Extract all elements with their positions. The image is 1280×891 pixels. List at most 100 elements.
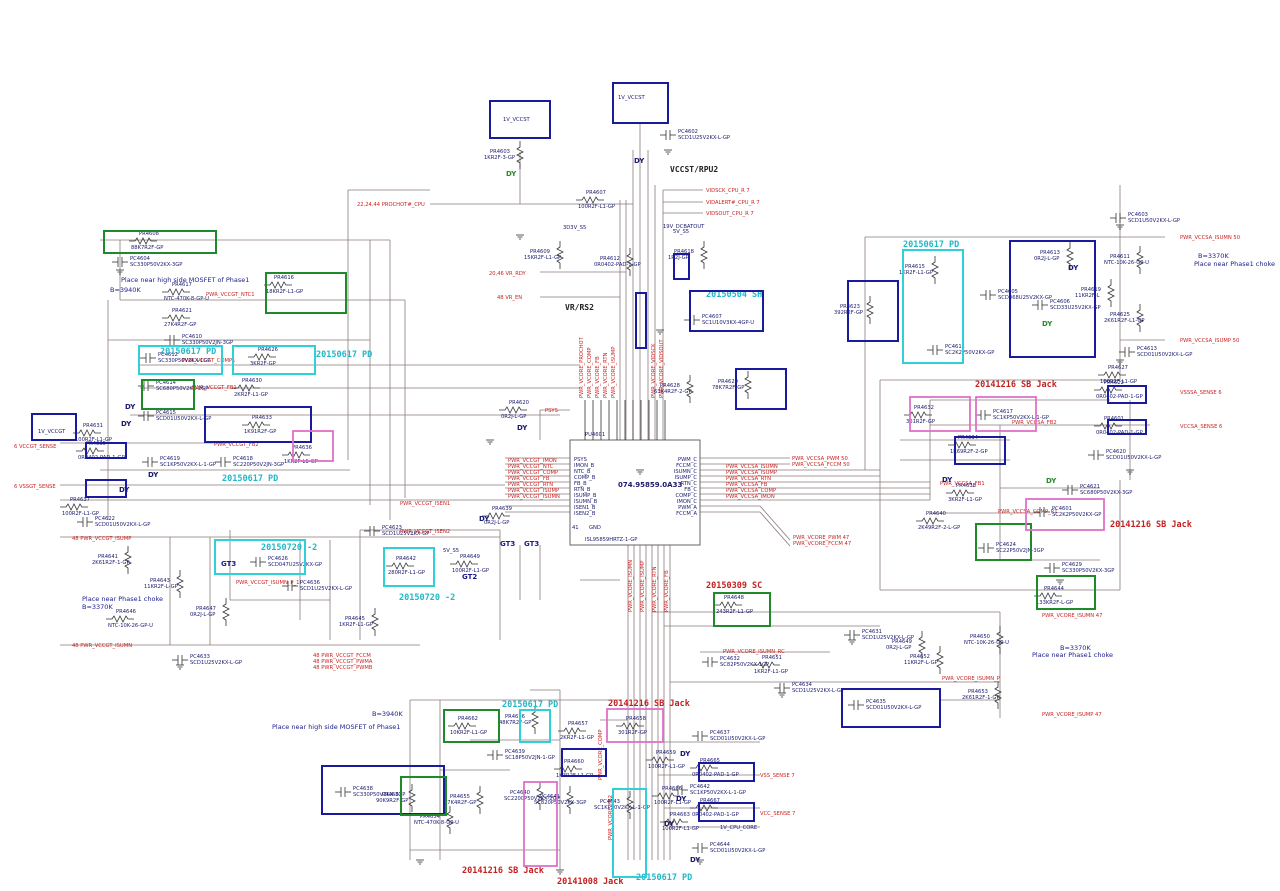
note-sc: 20150309 SC bbox=[706, 581, 762, 591]
bus-vccsa-rtn: PWR_VCCSA_RTN bbox=[726, 476, 771, 482]
ground-symbol bbox=[696, 859, 704, 865]
svg-text:PWR_VCORE_RTN: PWR_VCORE_RTN bbox=[603, 352, 609, 398]
ground-symbol bbox=[516, 234, 524, 240]
ic-pin-label: PWM_A bbox=[678, 505, 697, 511]
note-choke-b: Place near Phase1 choke bbox=[1194, 260, 1275, 268]
component-ref: PR4654 bbox=[420, 814, 441, 820]
note-pd-2: 20150617 PD bbox=[316, 350, 372, 360]
bus-vcore-isumn-p: PWR_VCORE_ISUMN_P bbox=[942, 676, 1000, 682]
bus-vccgt-isen2: PWR_VCCGT_ISEN2 bbox=[400, 529, 450, 535]
bus-vccgt-fb1: PWR_VCCGT_FB1 bbox=[192, 385, 237, 391]
dy-marker: DY bbox=[680, 750, 691, 758]
dy-marker: DY bbox=[517, 424, 528, 432]
bus-psys: PSYS bbox=[545, 408, 558, 414]
component-ref: PR4653 bbox=[968, 689, 988, 695]
bus-vccsa-fb1: PWR_VCCSA_FB1 bbox=[940, 481, 985, 487]
ground-symbol bbox=[1116, 224, 1124, 230]
component-ref: PR4625 bbox=[1110, 312, 1130, 318]
svg-text:PWR_VCORE_FB: PWR_VCORE_FB bbox=[664, 570, 670, 612]
component-ref: PR4641 bbox=[98, 554, 118, 560]
note-gt2: GT2 bbox=[462, 573, 477, 581]
bus-vccgt-ntc1: PWR_VCCGT_NTC1 bbox=[206, 292, 255, 298]
component-ref: PR4617 bbox=[172, 282, 192, 288]
component-ref: PC4622 bbox=[95, 516, 115, 522]
component-value: SC330P50V2KX-3GP bbox=[353, 792, 405, 798]
net-vcore-isumn: PWR_VCORE_ISUMN 47 bbox=[1042, 613, 1102, 619]
ic-pin-label: RTN_C bbox=[681, 481, 698, 487]
ic-pin-label: ISUMP_C bbox=[675, 475, 698, 481]
ic-gnd: GND bbox=[589, 525, 601, 531]
net-vss-sense: VSS_SENSE 7 bbox=[760, 773, 795, 779]
ground-symbol bbox=[656, 329, 664, 335]
bus-vccgt-rtn: PWR_VCCGT_RTN bbox=[508, 482, 553, 488]
component-value: 1K91R2F-GP bbox=[244, 429, 276, 435]
note-gt3-a: GT3 bbox=[221, 560, 236, 568]
component-value: 2KR2F-L1-GP bbox=[560, 735, 594, 741]
note-pd-1: 20150617 PD bbox=[160, 347, 216, 357]
ic-pin-label: ISEN2_B bbox=[574, 511, 596, 517]
net-vccgt-isumn: 48 PWR_VCCGT_ISUMN bbox=[72, 643, 132, 649]
component-ref: PC4606 bbox=[1050, 299, 1070, 305]
note-sh: 20150504 SH bbox=[706, 290, 762, 300]
component-ref: PR4619 bbox=[1081, 287, 1101, 293]
component-ref: PC4619 bbox=[160, 456, 180, 462]
svg-text:PWR_VCORE_ISUMP: PWR_VCORE_ISUMP bbox=[611, 347, 617, 398]
ic-pin-label: COMP_B bbox=[574, 475, 596, 481]
net-prochot: 22,24,44 PROCHOT#_CPU bbox=[357, 202, 425, 208]
component-value: SC1KP50V2KX-L-1-GP bbox=[594, 805, 650, 811]
component-value: SC680P50V2KX-3GP bbox=[1080, 490, 1132, 496]
bus-vccgt-fb2: PWR_VCCGT_FB2 bbox=[214, 442, 259, 448]
component-ref: PC4629 bbox=[1062, 562, 1082, 568]
dy-marker: DY bbox=[125, 403, 136, 411]
component-value: 100R2F-L1-GP bbox=[75, 437, 112, 443]
component-value: NTC-470K-8-GP-U bbox=[164, 296, 209, 302]
ic-pn: 074.95859.0A33 bbox=[618, 481, 682, 489]
component-value: 100R2F-L1-GP bbox=[648, 764, 685, 770]
note-b3370k-b: B=3370K bbox=[1198, 252, 1229, 260]
component-ref: PR4645 bbox=[345, 616, 365, 622]
dy-marker: DY bbox=[1046, 477, 1057, 485]
component-ref: PR4636 bbox=[292, 445, 312, 451]
note-choke-c: Place near Phase1 choke bbox=[1032, 651, 1113, 659]
component-ref: PR4647 bbox=[196, 606, 216, 612]
component-ref: PC4643 bbox=[600, 799, 620, 805]
component-value: 2K49R2F-2-L-GP bbox=[918, 525, 960, 531]
svg-text:PWR_VCORE_FB2: PWR_VCORE_FB2 bbox=[608, 795, 614, 840]
component-ref: PC4620 bbox=[1106, 449, 1126, 455]
net-vccsa-isumn: PWR_VCCSA_ISUMN 50 bbox=[1180, 235, 1240, 241]
dy-marker: DY bbox=[676, 795, 687, 803]
component-ref: PR4658 bbox=[626, 716, 646, 722]
component-ref: PC4626 bbox=[268, 556, 288, 562]
note-gt3-c: GT3 bbox=[524, 540, 539, 548]
component-ref: PR4629 bbox=[718, 379, 738, 385]
component-ref: PC4604 bbox=[130, 256, 151, 262]
note-sb-1: 20141216 SB Jack bbox=[975, 380, 1057, 390]
component-ref: PR4663 bbox=[670, 812, 690, 818]
component-value: SC330P50V2KX-3GP bbox=[1062, 568, 1114, 574]
svg-text:PWR_VCORE_COMP: PWR_VCORE_COMP bbox=[587, 348, 593, 399]
bus-labels: PWR_VCCGT_IMON PWR_VCCGT_NTC PWR_VCCGT_C… bbox=[182, 292, 1058, 840]
ic-pu4601: PU4601 074.95859.0A33 ISL95859HRTZ-1-GP … bbox=[569, 400, 701, 546]
bus-v-vcore-psys: PWR_VCORE_PROCHOT bbox=[579, 336, 585, 398]
